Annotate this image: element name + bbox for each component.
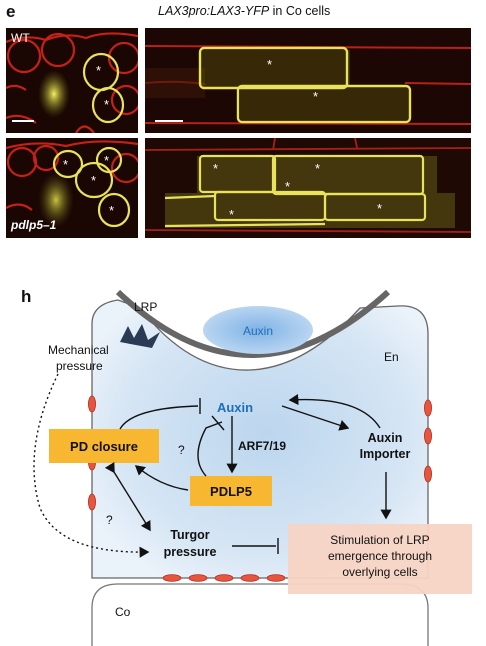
micrograph-wt-long: * * bbox=[145, 28, 471, 133]
micrograph-pdlp5-star-3: * bbox=[91, 174, 96, 187]
micrograph-wt-cross: WT * * bbox=[6, 28, 138, 133]
label-lrp: LRP bbox=[134, 300, 157, 314]
panel-e-title: LAX3pro:LAX3-YFP in Co cells bbox=[158, 4, 330, 18]
micrograph-pdlp5-long-star-1: * bbox=[213, 162, 218, 175]
micrograph-wt-long-image bbox=[145, 28, 471, 133]
micrograph-pdlp5-long: * * * * * bbox=[145, 138, 471, 238]
label-turgor-2: pressure bbox=[164, 545, 217, 559]
micrograph-wt-long-star-1: * bbox=[267, 58, 272, 71]
micrograph-wt-star-2: * bbox=[104, 98, 109, 111]
micrograph-pdlp5-long-star-2: * bbox=[315, 162, 320, 175]
micrograph-pdlp5-star-4: * bbox=[109, 204, 114, 217]
micrograph-pdlp5-label: pdlp5–1 bbox=[11, 218, 56, 232]
label-stim-2: emergence through bbox=[328, 549, 432, 563]
label-arf: ARF7/19 bbox=[238, 439, 286, 453]
label-stim-3: overlying cells bbox=[342, 565, 417, 579]
label-en: En bbox=[384, 350, 399, 364]
micrograph-pdlp5-long-star-3: * bbox=[285, 180, 290, 193]
label-pd-closure: PD closure bbox=[70, 439, 138, 454]
label-auxin-blob: Auxin bbox=[243, 324, 273, 338]
panel-e-title-rest: in Co cells bbox=[269, 4, 330, 18]
micrograph-pdlp5-long-image bbox=[145, 138, 471, 238]
label-mechanical-1: Mechanical bbox=[48, 343, 109, 357]
label-question-1: ? bbox=[178, 443, 185, 457]
panel-e-title-construct: LAX3pro:LAX3-YFP bbox=[158, 4, 269, 18]
micrograph-wt-star-1: * bbox=[96, 64, 101, 77]
label-importer-2: Importer bbox=[360, 447, 411, 461]
micrograph-wt-scalebar bbox=[12, 120, 34, 122]
label-turgor-1: Turgor bbox=[170, 528, 209, 542]
panel-e-letter: e bbox=[6, 2, 15, 22]
micrograph-wt-label: WT bbox=[11, 31, 30, 45]
mechanism-diagram: LRP Auxin En Co Mechanical pressure Auxi… bbox=[0, 278, 486, 646]
label-stim-1: Stimulation of LRP bbox=[330, 533, 429, 547]
label-mechanical-2: pressure bbox=[56, 359, 103, 373]
label-co: Co bbox=[115, 605, 131, 619]
label-importer-1: Auxin bbox=[368, 431, 403, 445]
micrograph-pdlp5-cross: * * * * pdlp5–1 bbox=[6, 138, 138, 238]
label-auxin: Auxin bbox=[217, 400, 253, 415]
label-pdlp5: PDLP5 bbox=[210, 484, 252, 499]
micrograph-pdlp5-star-1: * bbox=[63, 158, 68, 171]
micrograph-wt-long-scalebar bbox=[155, 120, 183, 122]
micrograph-pdlp5-long-star-5: * bbox=[377, 202, 382, 215]
micrograph-pdlp5-long-star-4: * bbox=[229, 208, 234, 221]
label-question-2: ? bbox=[106, 513, 113, 527]
micrograph-wt-long-star-2: * bbox=[313, 90, 318, 103]
micrograph-pdlp5-star-2: * bbox=[104, 154, 109, 167]
